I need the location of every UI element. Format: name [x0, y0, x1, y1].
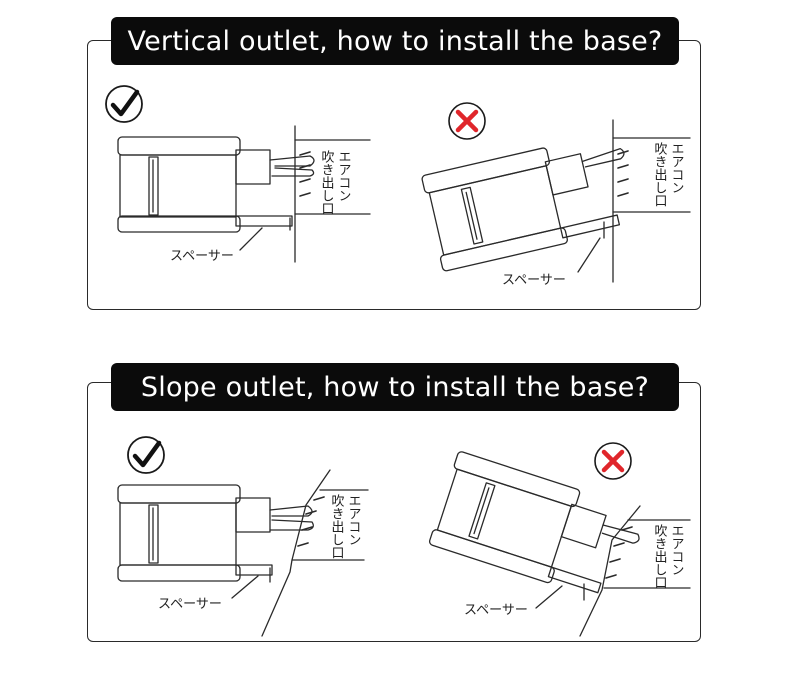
vertical-wrong-holder [421, 147, 625, 272]
slope-correct-vent-label-1: エアコン [346, 494, 361, 546]
cross-circle-icon [594, 442, 632, 480]
slope-wrong-vent-label-2: 吹き出し口 [652, 524, 668, 589]
vertical-correct-spacer-pointer [239, 227, 263, 251]
slope-wrong-spacer-pointer [535, 585, 563, 609]
check-circle-icon [105, 85, 143, 123]
slope-wrong-vent-label-1: エアコン [669, 524, 684, 576]
vertical-wrong-vent-label-1: エアコン [669, 142, 684, 194]
slope-correct-spacer-label: スペーサー [158, 597, 222, 612]
section-slope-panel [87, 382, 701, 642]
vertical-wrong-spacer-label: スペーサー [502, 273, 566, 288]
check-circle-icon [127, 436, 165, 474]
slope-correct-holder [117, 484, 314, 583]
section-vertical-panel [87, 40, 701, 310]
slope-wrong-spacer-label: スペーサー [464, 603, 528, 618]
section-vertical-title: Vertical outlet, how to install the base… [111, 17, 679, 65]
vertical-wrong-vent-label-2: 吹き出し口 [652, 142, 668, 207]
slope-correct-vent [261, 469, 369, 637]
vertical-correct-vent-label-2: 吹き出し口 [319, 150, 335, 215]
slope-correct-vent-label-2: 吹き出し口 [329, 494, 345, 559]
vertical-correct-spacer-label: スペーサー [170, 249, 234, 264]
slope-wrong-holder [428, 451, 640, 594]
vertical-correct-vent-label-1: エアコン [336, 150, 351, 202]
cross-circle-icon [448, 102, 486, 140]
vertical-correct-holder [117, 136, 315, 233]
vertical-wrong-vent [603, 119, 691, 283]
slope-wrong-vent [579, 505, 691, 637]
section-slope-title: Slope outlet, how to install the base? [111, 363, 679, 411]
vertical-correct-vent [294, 125, 371, 263]
vertical-wrong-spacer-pointer [577, 237, 601, 273]
slope-correct-spacer-pointer [231, 575, 259, 599]
